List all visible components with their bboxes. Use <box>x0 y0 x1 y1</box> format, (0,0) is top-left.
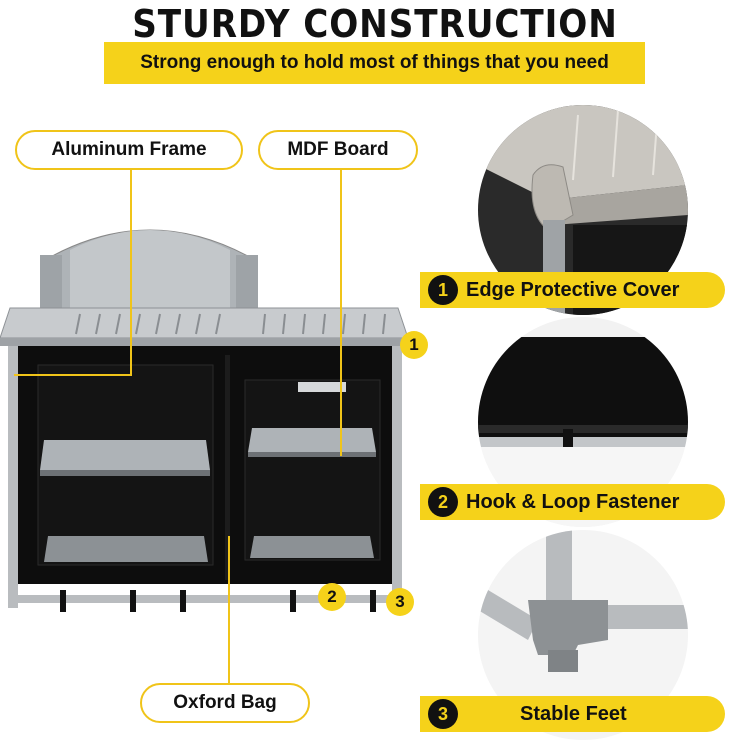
page-title: STURDY CONSTRUCTION <box>132 2 618 46</box>
mdf-board-label: MDF Board <box>287 139 389 160</box>
feature-label: Hook & Loop Fastener <box>466 490 680 513</box>
marker-1: 1 <box>400 331 428 359</box>
feature-label: Stable Feet <box>520 702 627 725</box>
camping-kitchen-table-illustration <box>0 229 409 612</box>
feature-label: Edge Protective Cover <box>466 278 680 301</box>
feature-hook-loop-fastener: 2 Hook & Loop Fastener <box>420 484 725 520</box>
aluminum-frame-leader-v <box>130 168 132 376</box>
oxford-bag-leader <box>228 536 230 686</box>
marker-2: 2 <box>318 583 346 611</box>
subtitle-text: Strong enough to hold most of things tha… <box>140 52 609 73</box>
aluminum-frame-callout: Aluminum Frame <box>15 130 243 170</box>
feature-stable-feet: 3 Stable Feet <box>420 696 725 732</box>
mdf-board-callout: MDF Board <box>258 130 418 170</box>
subtitle-banner: Strong enough to hold most of things tha… <box>104 42 645 84</box>
aluminum-frame-leader-h <box>14 374 132 376</box>
feature-number: 3 <box>428 699 458 729</box>
feature-number: 2 <box>428 487 458 517</box>
oxford-bag-label: Oxford Bag <box>173 692 277 713</box>
mdf-board-leader <box>340 168 342 456</box>
feature-number: 1 <box>428 275 458 305</box>
aluminum-frame-label: Aluminum Frame <box>51 139 207 160</box>
oxford-bag-callout: Oxford Bag <box>140 683 310 723</box>
feature-edge-protective-cover: 1 Edge Protective Cover <box>420 272 725 308</box>
marker-3: 3 <box>386 588 414 616</box>
